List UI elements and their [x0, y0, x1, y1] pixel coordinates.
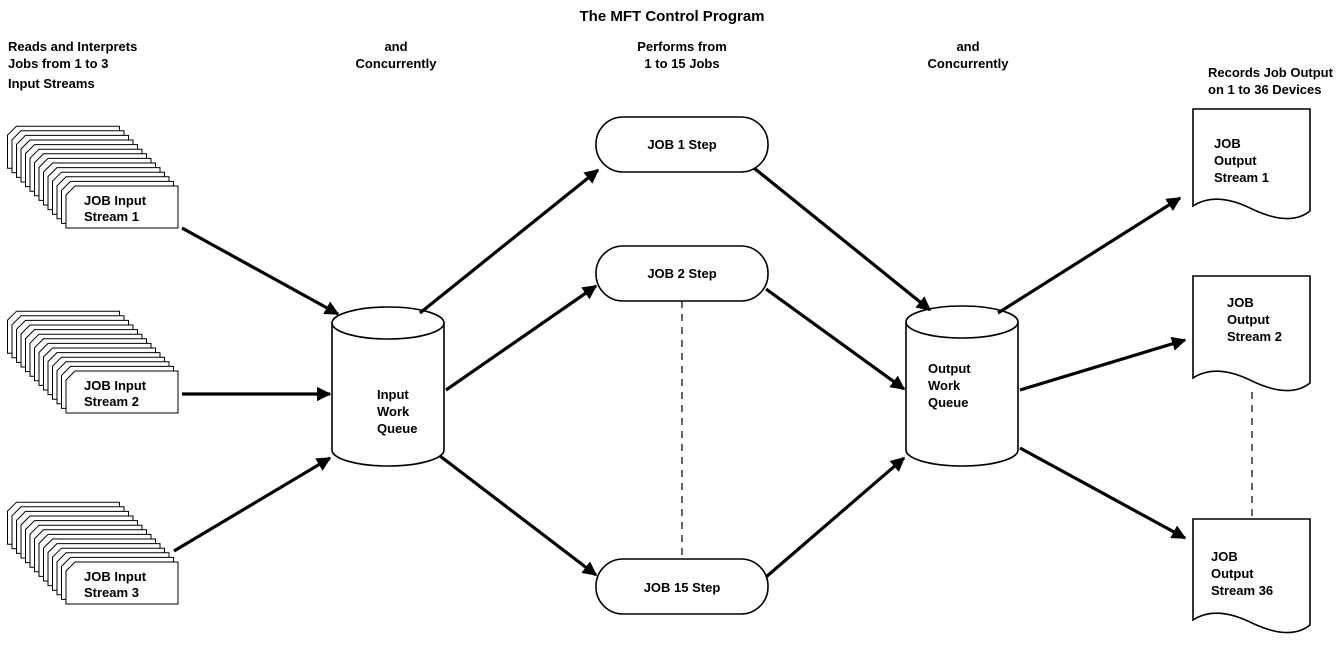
front-card — [65, 561, 179, 605]
header-performs-jobs: Performs from 1 to 15 Jobs — [637, 39, 727, 71]
svg-text:JOB 2 Step: JOB 2 Step — [647, 266, 716, 281]
svg-text:Performs from: Performs from — [637, 39, 727, 54]
svg-text:Input: Input — [377, 387, 409, 402]
front-card — [65, 370, 179, 414]
svg-text:Work: Work — [377, 404, 410, 419]
svg-text:Records Job Output: Records Job Output — [1208, 65, 1334, 80]
svg-text:Concurrently: Concurrently — [356, 56, 438, 71]
job-1-step: JOB 1 Step — [595, 116, 769, 173]
svg-text:JOB Input: JOB Input — [84, 193, 147, 208]
arrow-job2-to-output-queue — [765, 287, 906, 391]
svg-text:Queue: Queue — [928, 395, 968, 410]
svg-text:1 to 15 Jobs: 1 to 15 Jobs — [644, 56, 719, 71]
arrow-output-queue-to-stream2 — [1019, 336, 1187, 392]
svg-text:JOB: JOB — [1211, 549, 1238, 564]
svg-text:Jobs from 1 to 3: Jobs from 1 to 3 — [8, 56, 108, 71]
output-stream-2-document: JOB Output Stream 2 — [1192, 275, 1311, 392]
svg-text:and: and — [384, 39, 407, 54]
header-records-output: Records Job Output on 1 to 36 Devices — [1208, 65, 1334, 97]
svg-text:Stream 36: Stream 36 — [1211, 583, 1273, 598]
arrow-input-queue-to-job1 — [418, 168, 600, 315]
front-card — [65, 185, 179, 229]
svg-text:Stream 3: Stream 3 — [84, 585, 139, 600]
input-work-queue: Input Work Queue — [331, 306, 445, 467]
svg-text:JOB Input: JOB Input — [84, 378, 147, 393]
arrow-job1-to-output-queue — [752, 166, 932, 312]
svg-text:Stream 1: Stream 1 — [84, 209, 139, 224]
arrow-job15-to-output-queue — [764, 456, 906, 579]
svg-text:Stream 2: Stream 2 — [84, 394, 139, 409]
svg-text:JOB 1 Step: JOB 1 Step — [647, 137, 716, 152]
input-stream-2-deck: JOB Input Stream 2 — [7, 310, 179, 414]
svg-text:Stream 1: Stream 1 — [1214, 170, 1269, 185]
svg-text:JOB 15 Step: JOB 15 Step — [644, 580, 721, 595]
header-and-concurrently-1: and Concurrently — [356, 39, 438, 71]
svg-text:JOB Input: JOB Input — [84, 569, 147, 584]
svg-text:JOB: JOB — [1214, 136, 1241, 151]
arrow-stream3-to-input-queue — [173, 456, 332, 553]
output-stream-1-document: JOB Output Stream 1 — [1192, 108, 1311, 220]
svg-text:Output: Output — [928, 361, 971, 376]
svg-text:JOB: JOB — [1227, 295, 1254, 310]
arrow-input-queue-to-job2 — [445, 284, 598, 392]
svg-text:Work: Work — [928, 378, 961, 393]
header-reads-interprets: Reads and Interprets Jobs from 1 to 3 In… — [8, 39, 137, 91]
svg-text:on 1 to 36 Devices: on 1 to 36 Devices — [1208, 82, 1321, 97]
svg-text:Output: Output — [1214, 153, 1257, 168]
svg-text:Queue: Queue — [377, 421, 417, 436]
svg-text:Reads and Interprets: Reads and Interprets — [8, 39, 137, 54]
svg-text:and: and — [956, 39, 979, 54]
input-stream-1-deck: JOB Input Stream 1 — [7, 125, 179, 229]
job-2-step: JOB 2 Step — [595, 245, 769, 302]
arrow-input-queue-to-job15 — [439, 454, 598, 577]
output-stream-36-document: JOB Output Stream 36 — [1192, 518, 1311, 634]
header-and-concurrently-2: and Concurrently — [928, 39, 1010, 71]
input-stream-3-deck: JOB Input Stream 3 — [7, 501, 179, 605]
job-15-step: JOB 15 Step — [595, 558, 769, 615]
svg-text:Stream 2: Stream 2 — [1227, 329, 1282, 344]
output-work-queue: Output Work Queue — [905, 305, 1019, 467]
arrow-stream1-to-input-queue — [181, 226, 340, 316]
arrow-output-queue-to-stream36 — [1019, 446, 1187, 540]
svg-text:Concurrently: Concurrently — [928, 56, 1010, 71]
svg-text:Input Streams: Input Streams — [8, 76, 95, 91]
svg-text:Output: Output — [1227, 312, 1270, 327]
svg-text:Output: Output — [1211, 566, 1254, 581]
diagram-title: The MFT Control Program — [580, 8, 765, 25]
arrow-output-queue-to-stream1 — [997, 196, 1182, 315]
